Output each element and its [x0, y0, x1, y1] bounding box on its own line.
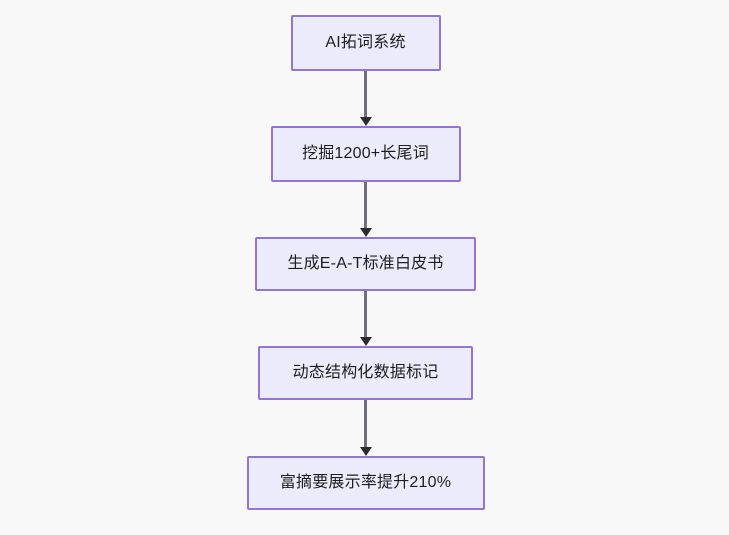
- flow-node-label: AI拓词系统: [325, 34, 406, 52]
- flow-edge-n0-n1: [358, 71, 374, 126]
- edge-line: [364, 400, 367, 448]
- flow-node-ai-keyword-system[interactable]: AI拓词系统: [290, 15, 441, 71]
- arrowhead-icon: [359, 447, 372, 456]
- arrowhead-icon: [359, 337, 372, 346]
- flow-edge-n2-n3: [358, 291, 374, 346]
- flow-node-label: 生成E-A-T标准白皮书: [287, 255, 444, 273]
- edge-line: [364, 291, 367, 338]
- flow-node-label: 动态结构化数据标记: [292, 364, 439, 382]
- edge-line: [364, 71, 367, 118]
- flow-node-label: 富摘要展示率提升210%: [279, 474, 452, 492]
- flow-node-generate-eat-whitepaper[interactable]: 生成E-A-T标准白皮书: [255, 237, 476, 291]
- flow-node-rich-snippet-impression-lift[interactable]: 富摘要展示率提升210%: [246, 456, 485, 510]
- flow-node-dynamic-structured-data-markup[interactable]: 动态结构化数据标记: [258, 346, 473, 400]
- flow-node-mine-longtail-keywords[interactable]: 挖掘1200+长尾词: [270, 126, 461, 182]
- arrowhead-icon: [359, 228, 372, 237]
- flow-node-label: 挖掘1200+长尾词: [302, 145, 429, 163]
- flow-edge-n3-n4: [358, 400, 374, 456]
- arrowhead-icon: [359, 117, 372, 126]
- flow-edge-n1-n2: [358, 182, 374, 237]
- edge-line: [364, 182, 367, 229]
